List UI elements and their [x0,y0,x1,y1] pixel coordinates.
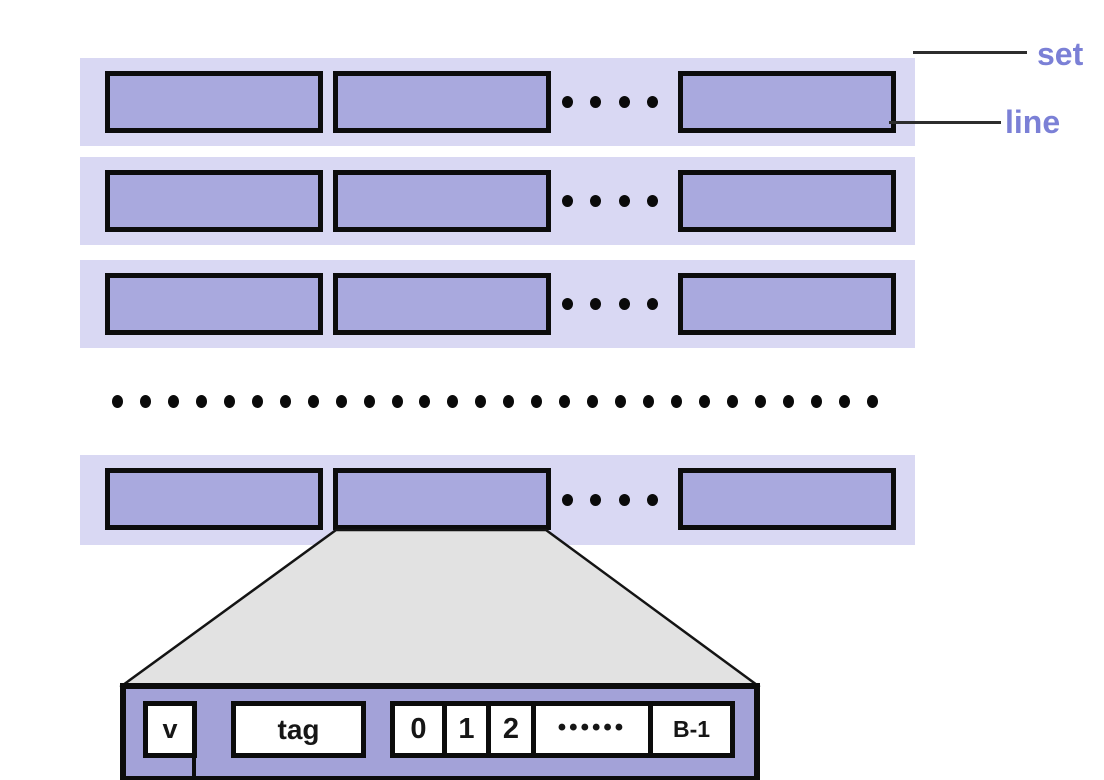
ellipsis-dot [562,96,573,108]
ellipsis-dot [363,395,375,408]
ellipsis-dot [590,298,602,310]
ellipsis-dot [562,298,573,310]
cache-set-row [80,58,915,146]
ellipsis-dot [503,395,515,408]
ellipsis-dot [139,395,151,408]
ellipsis-dot [726,395,738,408]
cache-set-row [80,260,915,348]
block-cell-0: 0 [410,713,427,745]
ellipsis-dot [810,395,822,408]
line-pointer-line [889,121,1001,124]
cache-line-block [333,170,551,232]
line-ellipsis-dots [562,455,658,545]
tag-cell: tag [231,701,366,758]
ellipsis-dot [615,395,627,408]
ellipsis-dot [590,96,602,108]
line-ellipsis-dots [562,260,658,348]
ellipsis-dot [112,395,123,408]
ellipsis-dot [531,395,543,408]
ellipsis-dot [587,395,599,408]
cache-line-block [678,468,896,530]
line-ellipsis-dots [562,157,658,245]
cache-line-block [678,71,896,133]
cache-line-block [105,170,323,232]
ellipsis-dot [838,395,850,408]
cache-set-row [80,455,915,545]
ellipsis-dot [251,395,263,408]
ellipsis-dot [391,395,403,408]
line-ellipsis-dots [562,58,658,146]
ellipsis-dot [754,395,766,408]
ellipsis-dot [447,395,459,408]
ellipsis-dot [559,395,571,408]
ellipsis-dot [646,96,658,108]
set-label: set [1037,36,1084,72]
ellipsis-dot [335,395,347,408]
ellipsis-dot [618,195,630,207]
ellipsis-dot [419,395,431,408]
ellipsis-dot [618,298,630,310]
ellipsis-dot [646,494,658,506]
ellipsis-dot [643,395,655,408]
ellipsis-dot [307,395,319,408]
ellipsis-dot [866,395,878,408]
valid-bit-divider [192,756,196,780]
cache-line-block [333,71,551,133]
set-pointer-line [913,51,1027,54]
cache-set-row [80,157,915,245]
ellipsis-dot [562,195,573,207]
ellipsis-dot [590,195,602,207]
cache-line-block [105,71,323,133]
cache-line-block [678,170,896,232]
ellipsis-dot [618,96,630,108]
ellipsis-dot [590,494,602,506]
ellipsis-dot [223,395,235,408]
cache-line-block [105,468,323,530]
block-strip: 0 1 2 •••••• B-1 [390,701,735,758]
cache-line-block [333,273,551,335]
cache-line-block [678,273,896,335]
ellipsis-dot [646,195,658,207]
ellipsis-dot [646,298,658,310]
ellipsis-dot [562,494,573,506]
cache-line-detail: v tag 0 1 2 •••••• B-1 [120,683,760,780]
ellipsis-dot [195,395,207,408]
valid-bit-cell: v [143,701,197,758]
ellipsis-dot [279,395,291,408]
block-ellipsis-cell: •••••• [531,706,648,753]
ellipsis-dot [699,395,711,408]
ellipsis-dot [782,395,794,408]
line-label: line [1005,104,1061,140]
block-cell-last: B-1 [648,706,730,753]
cache-line-block [333,468,551,530]
ellipsis-dot [167,395,179,408]
set-ellipsis-dots [112,395,878,408]
ellipsis-dot [618,494,630,506]
ellipsis-dot [475,395,487,408]
block-cell-2: 2 [486,706,531,753]
ellipsis-dot [671,395,683,408]
block-cell-1: 1 [442,706,486,753]
cache-line-block [105,273,323,335]
